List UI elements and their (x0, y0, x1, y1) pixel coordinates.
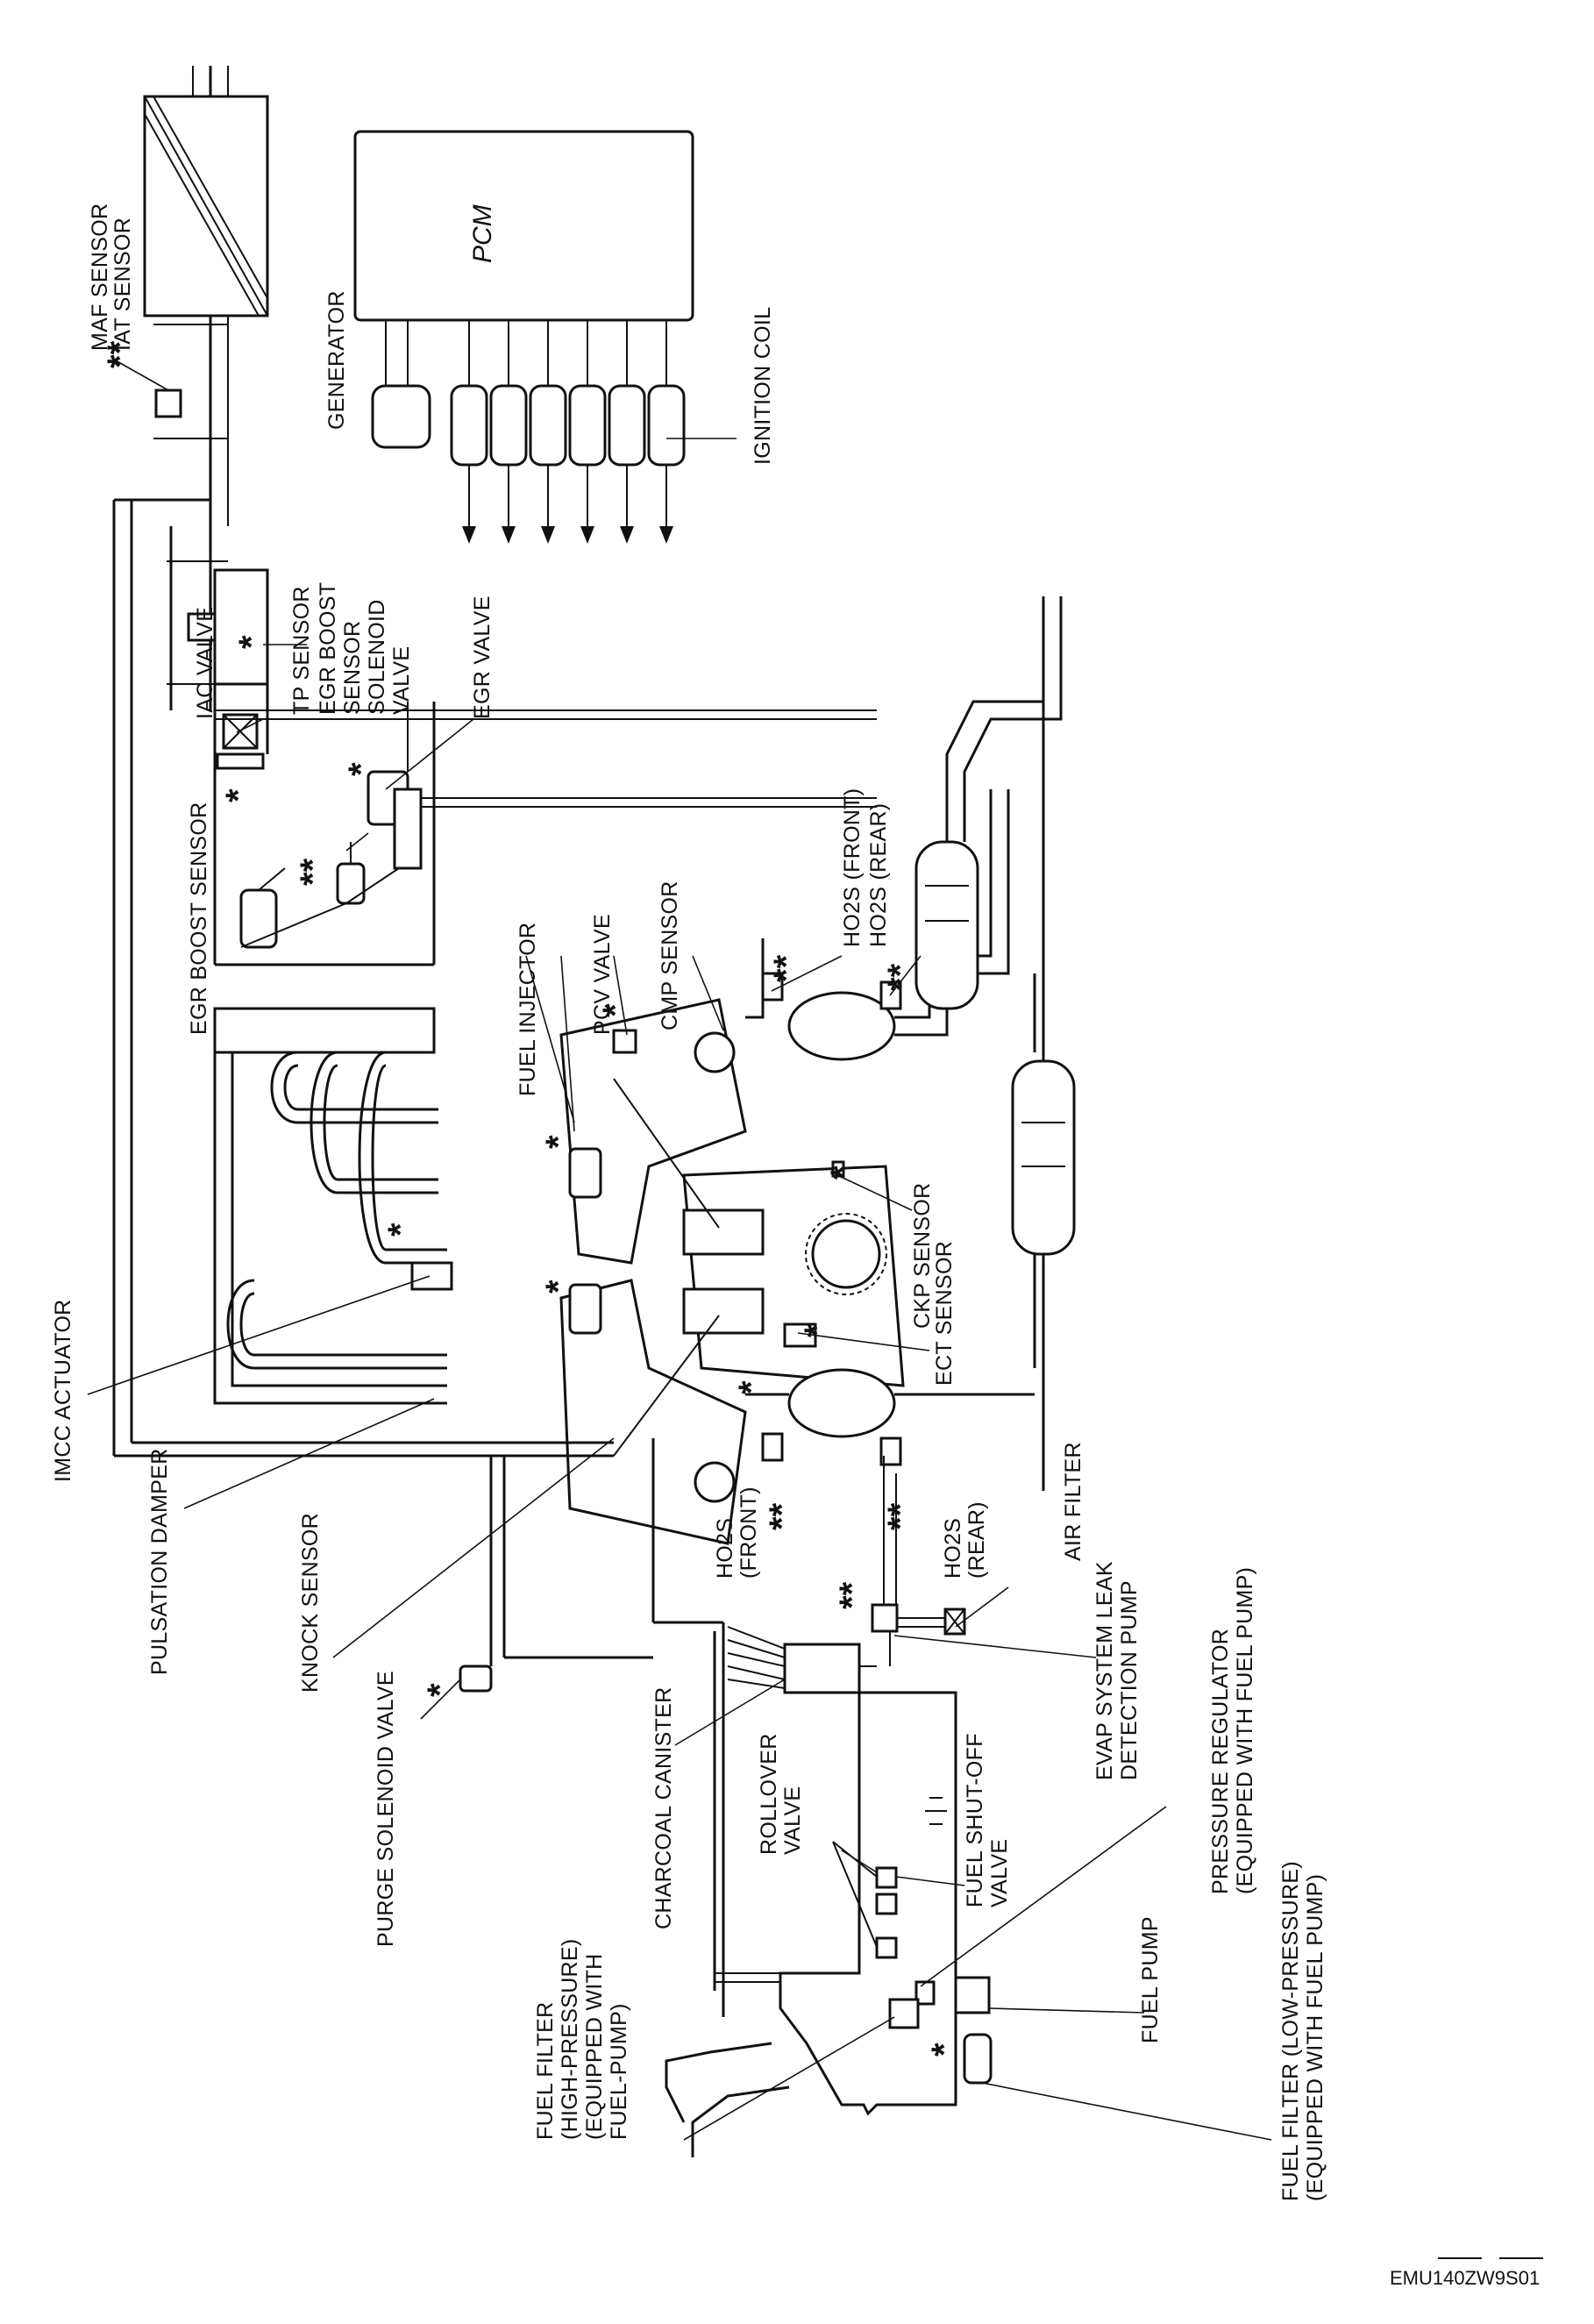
egr-boost-sensor-body (239, 867, 286, 949)
fuel-tank (665, 1691, 993, 2157)
pressure-regulator-label-1: PRESSURE REGULATOR (1208, 1629, 1233, 1894)
tp-marker: * (232, 635, 271, 649)
fuel-filter-low-label-2: (EQUIPPED WITH FUEL PUMP) (1303, 1874, 1327, 2201)
ignition-coil-label: IGNITION COIL (751, 307, 775, 465)
egr-boost-solenoid-label-4: VALVE (389, 646, 414, 715)
knock-marker: * (732, 1380, 771, 1394)
charcoal-canister-body (727, 1626, 877, 1694)
ect-sensor-label: ECT SENSOR (932, 1241, 957, 1386)
egr-boost-solenoid-label-3: SOLENOID (365, 599, 389, 715)
purge-marker: * (421, 1683, 459, 1697)
evap-pump-body (871, 1456, 899, 1666)
ignition-coil-group (450, 384, 737, 544)
evap-pump-label-2: DETECTION PUMP (1117, 1580, 1142, 1780)
figure-code: EMU140ZW9S01 (1390, 2267, 1540, 2289)
injector-upper-marker: * (539, 1135, 578, 1149)
fuel-pump-label: FUEL PUMP (1138, 1916, 1163, 2043)
iac-valve-label: IAC VALVE (193, 607, 217, 719)
pcm-label: PCM (468, 204, 497, 263)
air-filter-label: AIR FILTER (1061, 1442, 1085, 1561)
exhaust-right-bank (745, 596, 1063, 1491)
evap-double-marker: ** (833, 1581, 872, 1609)
fuel-injector-label: FUEL INJECTOR (516, 923, 540, 1096)
marker-group: ** * * * ** * * * * ** ** * * * ** ** **… (101, 340, 964, 2057)
egr-piping (213, 684, 877, 966)
fuel-pump-marker: * (925, 2042, 964, 2057)
leader-lines (87, 644, 1272, 2141)
ho2s-rear-right-marker: ** (881, 963, 920, 991)
ho2s-rear-right-label: HO2S (REAR) (866, 803, 891, 947)
ho2s-front-left-marker: ** (763, 1502, 801, 1530)
egr-boost-sensor-label: EGR BOOST SENSOR (187, 802, 211, 1035)
cmp-sensor-label: CMP SENSOR (658, 880, 682, 1030)
iat-sensor-label: IAT SENSOR (110, 217, 135, 351)
fuel-shutoff-label-2: VALVE (987, 1839, 1012, 1907)
label-group: MAF SENSOR IAT SENSOR PCM GENERATOR IGNI… (51, 203, 1327, 2201)
ho2s-rear-left-label-2: (REAR) (964, 1501, 989, 1579)
maf-connector (113, 359, 182, 418)
fuel-filter-high-label-3: (EQUIPPED WITH (582, 1953, 607, 2140)
intake-manifold (213, 1007, 453, 1405)
fuel-filter-high-label-4: FUEL-PUMP) (607, 2003, 631, 2140)
knock-sensor-label: KNOCK SENSOR (298, 1513, 323, 1693)
fuel-filter-high-label-1: FUEL FILTER (533, 2002, 558, 2141)
tp-sensor-label: TP SENSOR (289, 586, 314, 715)
rollover-valve-label-2: VALVE (780, 1786, 805, 1855)
ckp-sensor-label: CKP SENSOR (910, 1183, 935, 1329)
maf-double-marker: ** (101, 340, 139, 368)
maf-sensor-body (143, 66, 269, 317)
evap-pump-label-1: EVAP SYSTEM LEAK (1092, 1561, 1117, 1780)
fuel-filter-high-label-2: (HIGH-PRESSURE) (558, 1938, 582, 2140)
injector-lower-marker: * (539, 1280, 578, 1294)
figure-code-group: EMU140ZW9S01 (1390, 2257, 1543, 2289)
fuel-shutoff-label-1: FUEL SHUT-OFF (963, 1733, 987, 1907)
ho2s-front-left-label-2: (FRONT) (737, 1486, 761, 1579)
pressure-regulator-label-2: (EQUIPPED WITH FUEL PUMP) (1233, 1567, 1257, 1894)
cmp-marker: * (596, 1003, 635, 1017)
egr-valve-marker: * (342, 762, 381, 776)
throttle-body (112, 498, 269, 1456)
ho2s-front-right-label: HO2S (FRONT) (840, 788, 865, 947)
ho2s-front-left-label-1: HO2S (713, 1518, 737, 1579)
ho2s-rear-left-label-1: HO2S (941, 1518, 965, 1579)
ect-marker: * (798, 1323, 836, 1337)
ho2s-rear-left-marker: ** (881, 1502, 920, 1530)
iac-valve-body (216, 713, 265, 770)
pcm-module (353, 130, 694, 386)
egr-valve-label: EGR VALVE (470, 595, 495, 719)
fuel-filter-low-label-1: FUEL FILTER (LOW-PRESSURE) (1278, 1861, 1303, 2201)
purge-solenoid-label: PURGE SOLENOID VALVE (374, 1671, 398, 1947)
egr-boost-solenoid-body (336, 842, 366, 905)
exhaust-left-bank (745, 973, 1076, 1466)
pcv-valve-label: PCV VALVE (590, 914, 615, 1035)
air-filter-body (897, 1608, 966, 1636)
engine-block (559, 998, 905, 1545)
egr-boost-solenoid-label-2: SENSOR (340, 621, 365, 715)
charcoal-canister-label: CHARCOAL CANISTER (651, 1687, 676, 1929)
egr-boost-solenoid-label-1: EGR BOOST (316, 582, 340, 715)
ckp-marker: * (824, 1166, 863, 1180)
egr-boost-double-marker: ** (294, 858, 332, 886)
pulsation-damper-label: PULSATION DAMPER (147, 1448, 172, 1675)
generator-unit (371, 384, 431, 449)
imcc-actuator-label: IMCC ACTUATOR (51, 1299, 75, 1482)
maf-sensor-label: MAF SENSOR (88, 203, 112, 351)
generator-label: GENERATOR (324, 290, 349, 430)
imcc-marker: * (381, 1223, 420, 1237)
ho2s-front-right-marker: ** (767, 954, 806, 982)
rollover-valve-label-1: ROLLOVER (757, 1733, 781, 1855)
egr-valve-body (366, 702, 423, 870)
iac-marker: * (219, 788, 258, 802)
